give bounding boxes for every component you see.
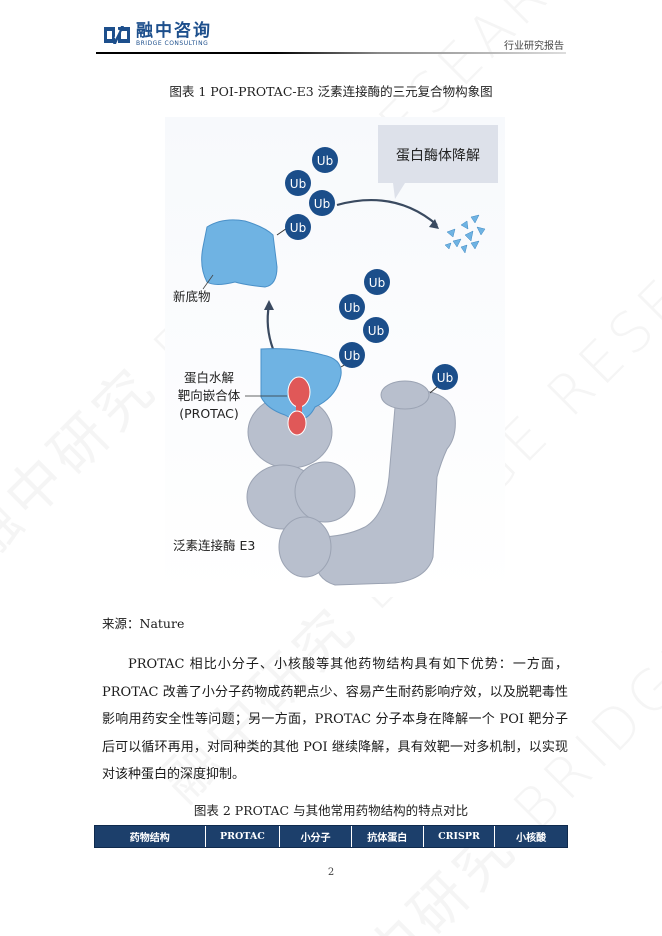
- svg-text:Ub: Ub: [437, 371, 453, 385]
- column-header-antibody-protein: 抗体蛋白: [352, 826, 424, 847]
- figure-1-source: 来源：Nature: [102, 616, 185, 631]
- comparison-table-header: 药物结构 PROTAC 小分子 抗体蛋白 CRISPR 小核酸: [94, 825, 568, 848]
- protac-ternary-complex-diagram: 蛋白酶体降解 新底物 Ub Ub Ub Ub: [165, 117, 505, 597]
- svg-text:Ub: Ub: [290, 221, 306, 235]
- svg-text:Ub: Ub: [344, 349, 360, 363]
- svg-text:Ub: Ub: [368, 324, 384, 338]
- figure-1-illustration: 蛋白酶体降解 新底物 Ub Ub Ub Ub: [165, 117, 505, 597]
- svg-text:Ub: Ub: [369, 276, 385, 290]
- column-header-small-nucleic-acid: 小核酸: [516, 833, 547, 844]
- svg-text:Ub: Ub: [317, 154, 333, 168]
- svg-text:泛素连接酶 E3: 泛素连接酶 E3: [173, 538, 255, 553]
- page-number: 2: [327, 867, 335, 878]
- column-header-protac: PROTAC: [206, 826, 281, 847]
- svg-text:新底物: 新底物: [173, 289, 211, 304]
- report-type-label: 行业研究报告: [504, 41, 564, 52]
- column-header-small-molecule: 小分子: [280, 826, 352, 847]
- svg-text:(PROTAC): (PROTAC): [179, 406, 239, 421]
- svg-text:蛋白水解: 蛋白水解: [184, 370, 234, 385]
- page-header: 融中咨询 BRIDGE CONSULTING 行业研究报告: [96, 18, 566, 58]
- body-paragraph: PROTAC 相比小分子、小核酸等其他药物结构具有如下优势：一方面，PROTAC…: [102, 657, 568, 782]
- svg-text:靶向嵌合体: 靶向嵌合体: [178, 388, 241, 403]
- company-logo: 融中咨询 BRIDGE CONSULTING: [104, 22, 212, 48]
- svg-text:Ub: Ub: [290, 177, 306, 191]
- logo-english-name: BRIDGE CONSULTING: [136, 40, 209, 47]
- bridge-logo-icon: [104, 26, 130, 44]
- figure-1-caption: 图表 1 POI-PROTAC-E3 泛素连接酶的三元复合物构象图: [169, 84, 493, 99]
- column-header-drug-structure: 药物结构: [95, 826, 206, 847]
- svg-text:蛋白酶体降解: 蛋白酶体降解: [396, 148, 480, 164]
- column-header-crispr: CRISPR: [424, 826, 496, 847]
- svg-text:Ub: Ub: [344, 301, 360, 315]
- proteasome-degradation-callout: 蛋白酶体降解: [378, 125, 498, 199]
- header-divider: [96, 52, 566, 54]
- logo-chinese-name: 融中咨询: [136, 21, 212, 41]
- table-2-caption: 图表 2 PROTAC 与其他常用药物结构的特点对比: [193, 803, 469, 818]
- svg-text:Ub: Ub: [314, 197, 330, 211]
